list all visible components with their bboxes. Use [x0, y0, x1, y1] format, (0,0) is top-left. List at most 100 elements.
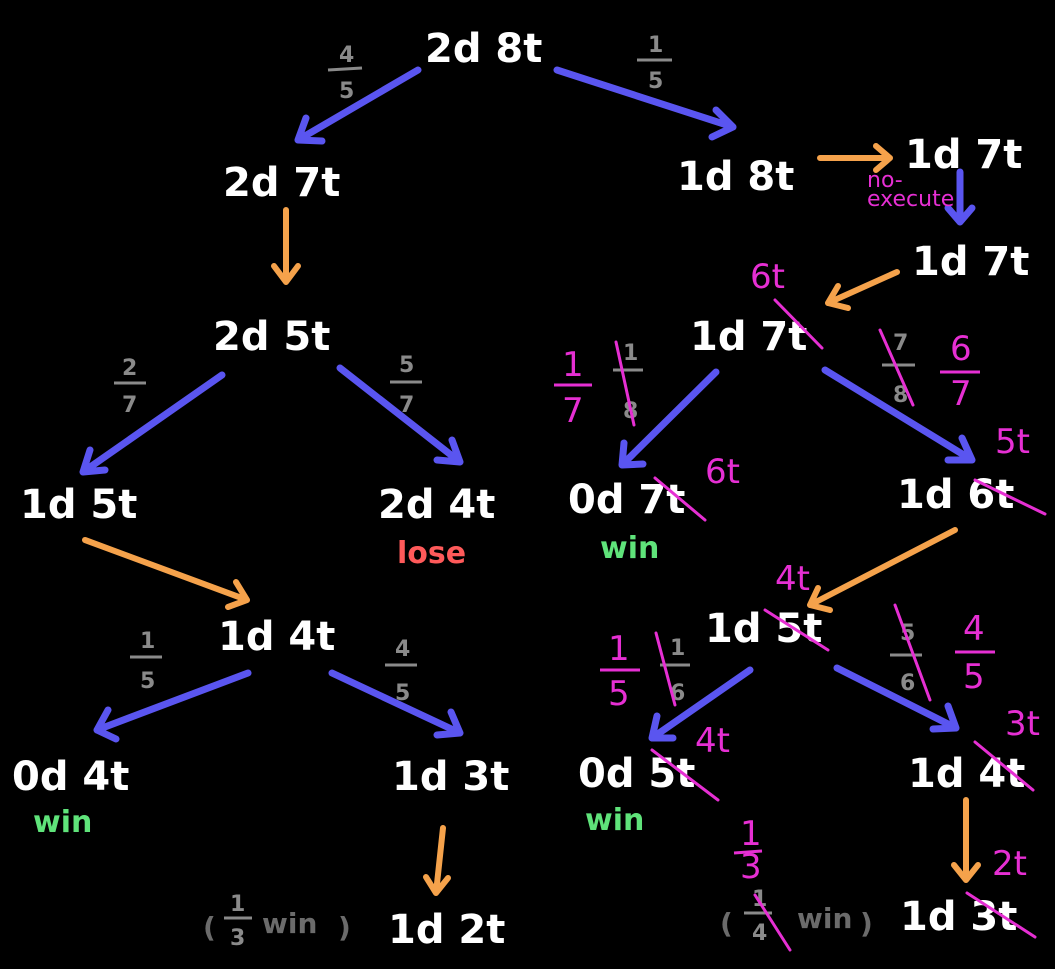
correction-r2: 6t — [750, 257, 785, 297]
outcome-win-l5a: win — [33, 805, 92, 840]
prob-root-left: 4 5 — [327, 43, 363, 104]
correction-r3a: 6t — [705, 452, 740, 492]
node-l3a: 1d 5t — [20, 482, 137, 528]
arrow-l2-left — [79, 371, 226, 476]
prob-r4-right-new: 4 5 — [955, 609, 995, 697]
prob-r2-left-old: 1 8 — [613, 340, 643, 427]
svg-text:7: 7 — [562, 391, 584, 431]
svg-text:5: 5 — [399, 353, 414, 378]
correction-r4: 4t — [775, 559, 810, 599]
node-l2: 2d 5t — [213, 314, 330, 360]
svg-text:7: 7 — [122, 393, 137, 418]
arrow-l4-right — [328, 669, 464, 739]
node-r1b: 1d 7t — [905, 132, 1022, 178]
svg-text:5: 5 — [395, 681, 410, 706]
svg-text:1: 1 — [608, 629, 630, 669]
node-l1: 2d 7t — [223, 160, 340, 206]
chance-arrows — [79, 66, 976, 743]
outcome-win-r3a: win — [600, 531, 659, 566]
svg-text:4: 4 — [395, 637, 410, 662]
node-l4: 1d 4t — [218, 614, 335, 660]
node-r1c: 1d 7t — [912, 239, 1029, 285]
svg-text:1: 1 — [648, 33, 663, 58]
arrow-r1c-r2 — [825, 269, 900, 311]
prob-r2-right-old: 7 8 — [878, 328, 915, 408]
svg-text:6: 6 — [950, 329, 972, 369]
arrow-r4-left — [648, 666, 754, 742]
svg-text:win: win — [262, 907, 317, 940]
arrow-l4-left — [93, 669, 252, 743]
outcomes: lose win win win — [33, 531, 659, 840]
correction-r6: 2t — [992, 844, 1027, 884]
outcome-win-r5a: win — [585, 803, 644, 838]
svg-text:1: 1 — [562, 345, 584, 385]
prob-l2-left: 2 7 — [114, 356, 146, 418]
svg-text:1: 1 — [670, 636, 685, 661]
svg-text:2: 2 — [122, 356, 137, 381]
node-l6: 1d 2t — [388, 907, 505, 953]
svg-text:1: 1 — [140, 629, 155, 654]
arrow-r5b-r6 — [951, 797, 981, 883]
svg-text:(: ( — [720, 907, 733, 940]
arrow-l1-l2 — [271, 207, 301, 285]
arrow-l3a-l4 — [82, 537, 250, 610]
arrow-l5b-l6 — [423, 825, 451, 896]
prob-r4-left-old: 1 6 — [654, 631, 690, 707]
probabilities: 4 5 1 5 2 7 5 7 1 5 4 5 — [114, 33, 932, 707]
action-arrows — [82, 143, 981, 896]
svg-text:): ) — [338, 911, 351, 944]
arrow-root-right — [553, 66, 737, 141]
node-r3b: 1d 6t — [897, 472, 1014, 518]
svg-text:5: 5 — [608, 674, 630, 714]
arrow-r2-right — [821, 366, 976, 464]
prob-r2-left-new: 1 7 — [554, 345, 592, 431]
svg-text:7: 7 — [893, 331, 908, 356]
note-left: ( 1 3 win ) — [203, 892, 351, 951]
svg-text:4: 4 — [339, 43, 354, 68]
node-l3b: 2d 4t — [378, 482, 495, 528]
svg-text:win: win — [797, 902, 852, 935]
prob-r4-right-old: 5 6 — [890, 603, 932, 702]
svg-text:1: 1 — [230, 892, 245, 917]
no-execute-line1: no- — [867, 168, 903, 193]
svg-text:(: ( — [203, 911, 216, 944]
note-right-new-den: 3 — [740, 847, 762, 887]
prob-l4-left: 1 5 — [130, 629, 162, 694]
node-r5b: 1d 4t — [908, 751, 1025, 797]
node-r3a: 0d 7t — [568, 477, 685, 523]
prob-l4-right: 4 5 — [385, 637, 417, 706]
arrow-root-left — [294, 66, 422, 145]
note-right: ( 1 4 win ) 1 3 — [720, 814, 873, 952]
svg-text:5: 5 — [339, 79, 354, 104]
svg-text:6: 6 — [900, 671, 915, 696]
nodes: 2d 8t 2d 7t 1d 8t 1d 7t 1d 7t 2d 5t 1d 7… — [12, 26, 1029, 953]
prob-root-right: 1 5 — [637, 33, 672, 94]
correction-r5a: 4t — [695, 721, 730, 761]
svg-text:1: 1 — [623, 341, 638, 366]
arrow-r1-r1b — [817, 143, 893, 173]
svg-text:4: 4 — [963, 609, 985, 649]
no-execute-line2: execute — [867, 187, 954, 212]
node-r5a: 0d 5t — [578, 751, 695, 797]
prob-r2-right-new: 6 7 — [940, 329, 980, 414]
svg-text:7: 7 — [950, 374, 972, 414]
node-l5a: 0d 4t — [12, 754, 129, 800]
svg-text:7: 7 — [399, 393, 414, 418]
svg-text:): ) — [860, 907, 873, 940]
node-root: 2d 8t — [425, 26, 542, 72]
arrow-r4-right — [833, 664, 960, 733]
arrow-r2-left — [618, 368, 720, 469]
node-r1: 1d 8t — [677, 154, 794, 200]
node-r2: 1d 7t — [690, 314, 807, 360]
svg-text:5: 5 — [140, 669, 155, 694]
arrow-l2-right — [336, 364, 464, 466]
prob-r4-left-new: 1 5 — [600, 629, 640, 714]
note-right-new-num: 1 — [740, 814, 762, 854]
node-l5b: 1d 3t — [392, 754, 509, 800]
svg-text:3: 3 — [230, 926, 245, 951]
node-r4: 1d 5t — [705, 606, 822, 652]
svg-text:5: 5 — [648, 69, 663, 94]
arrow-r3b-r4 — [807, 527, 958, 613]
